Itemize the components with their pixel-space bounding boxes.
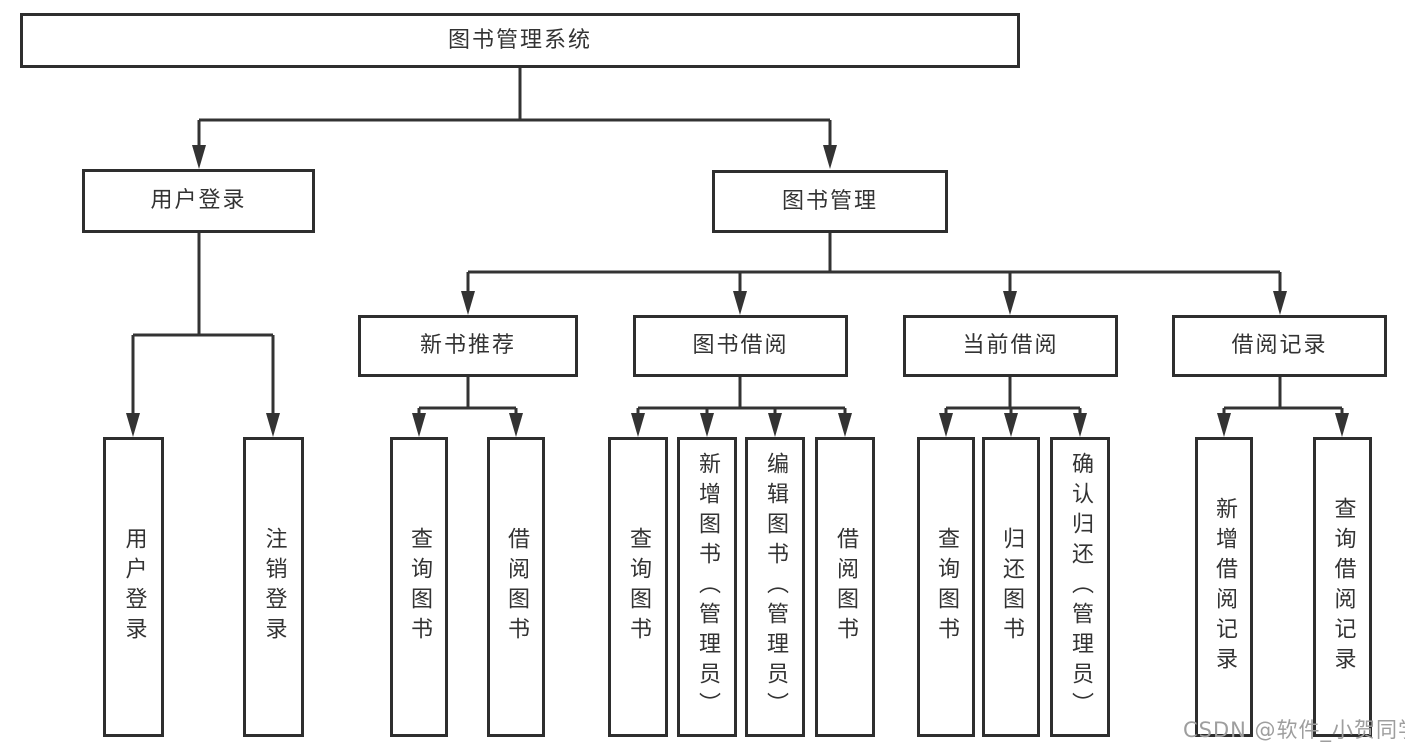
- arrowhead: [1073, 413, 1087, 437]
- node-new-book-recommend: 新书推荐: [358, 315, 578, 377]
- arrowhead: [126, 413, 140, 437]
- arrowhead: [768, 413, 782, 437]
- node-label: 注销登录: [261, 527, 287, 647]
- arrowhead: [1335, 413, 1349, 437]
- node-label: 编辑图书（管理员）: [763, 452, 788, 722]
- node-label: 当前借阅: [962, 333, 1059, 358]
- leaf-edit-book-admin: 编辑图书（管理员）: [745, 437, 805, 737]
- node-library-management-system: 图书管理系统: [20, 13, 1020, 68]
- arrowhead: [1003, 291, 1017, 315]
- node-label: 图书管理: [781, 188, 878, 214]
- node-book-borrowing: 图书借阅: [633, 315, 848, 377]
- leaf-query-books-current: 查询图书: [917, 437, 975, 737]
- arrowhead: [838, 413, 852, 437]
- node-label: 查询图书: [934, 527, 959, 647]
- node-current-borrowing: 当前借阅: [903, 315, 1118, 377]
- connector-current-borrowing-to-leaves: [939, 377, 1087, 437]
- node-label: 借阅图书: [504, 527, 529, 647]
- node-label: 查询借阅记录: [1330, 497, 1356, 677]
- arrowhead: [192, 145, 206, 169]
- leaf-add-borrow-record: 新增借阅记录: [1195, 437, 1253, 737]
- arrowhead: [509, 413, 523, 437]
- node-label: 图书借阅: [692, 333, 789, 358]
- leaf-query-books-recommend: 查询图书: [390, 437, 448, 737]
- node-label: 借阅图书: [833, 527, 858, 647]
- node-label: 新书推荐: [419, 333, 516, 358]
- node-user-login: 用户登录: [82, 169, 315, 233]
- node-label: 确认归还（管理员）: [1068, 452, 1093, 722]
- connector-book-borrowing-to-leaves: [631, 377, 852, 437]
- arrowhead: [1217, 413, 1231, 437]
- arrowhead: [461, 291, 475, 315]
- leaf-logout: 注销登录: [243, 437, 304, 737]
- csdn-watermark: CSDN @软件_小贺同学: [1183, 718, 1405, 742]
- leaf-user-login: 用户登录: [103, 437, 164, 737]
- arrowhead: [823, 145, 837, 169]
- node-label: 新增图书（管理员）: [695, 452, 720, 722]
- connector-root-to-level2: [192, 68, 837, 169]
- arrowhead: [1004, 413, 1018, 437]
- node-label: 新增借阅记录: [1212, 497, 1237, 677]
- arrowhead: [631, 413, 645, 437]
- leaf-borrow-books-recommend: 借阅图书: [487, 437, 545, 737]
- node-label: 图书管理系统: [447, 27, 592, 53]
- arrowhead: [939, 413, 953, 437]
- node-label: 查询图书: [626, 527, 651, 647]
- connector-user-login-to-leaves: [126, 233, 280, 437]
- connector-new-book-to-leaves: [412, 377, 523, 437]
- leaf-query-borrow-record: 查询借阅记录: [1313, 437, 1372, 737]
- arrowhead: [700, 413, 714, 437]
- leaf-confirm-return-admin: 确认归还（管理员）: [1050, 437, 1110, 737]
- connector-book-management-to-level3: [461, 233, 1287, 315]
- arrowhead: [1273, 291, 1287, 315]
- leaf-query-books-borrowing: 查询图书: [608, 437, 668, 737]
- leaf-return-book: 归还图书: [982, 437, 1040, 737]
- leaf-add-book-admin: 新增图书（管理员）: [677, 437, 737, 737]
- node-label: 用户登录: [150, 188, 247, 213]
- arrowhead: [412, 413, 426, 437]
- node-book-management: 图书管理: [712, 170, 948, 233]
- connector-borrowing-records-to-leaves: [1217, 377, 1349, 437]
- arrowhead: [266, 413, 280, 437]
- node-label: 归还图书: [999, 527, 1024, 647]
- node-label: 借阅记录: [1231, 333, 1328, 358]
- node-label: 查询图书: [407, 527, 432, 647]
- node-label: 用户登录: [121, 527, 147, 647]
- arrowhead: [733, 291, 747, 315]
- node-borrowing-records: 借阅记录: [1172, 315, 1387, 377]
- leaf-borrow-books-borrowing: 借阅图书: [815, 437, 875, 737]
